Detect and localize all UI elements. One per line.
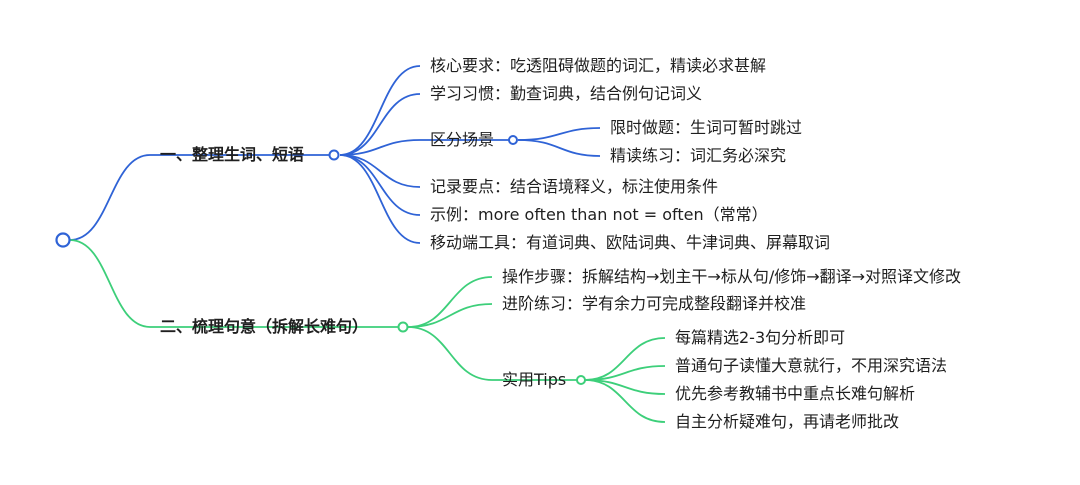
connector-root-to-branch1 [69, 154, 330, 241]
green-branch-connectors [69, 239, 666, 423]
branch1-node-dot[interactable] [328, 149, 340, 161]
tips-node-dot[interactable] [576, 375, 586, 385]
branch1-item-study-habit[interactable]: 学习习惯：勤查词典，结合例句记词义 [430, 84, 703, 103]
branch1-item-core-requirement[interactable]: 核心要求：吃透阻碍做题的词汇，精读必求甚解 [430, 56, 767, 75]
branch2-item-tips[interactable]: 实用Tips [502, 370, 567, 389]
connector-branch1-item-2 [339, 93, 421, 156]
connector-scene-child-2 [517, 139, 601, 157]
branch2-node-dot[interactable] [397, 321, 409, 333]
blue-branch-connectors [69, 65, 601, 244]
branch1-item-distinguish-scene[interactable]: 区分场景 [430, 130, 495, 149]
connector-tips-child-4 [584, 379, 666, 423]
branch1-item-example[interactable]: 示例：more often than not = often（常常） [430, 205, 768, 224]
connector-branch2-item-3 [407, 326, 577, 381]
connector-branch2-item-1 [407, 276, 493, 328]
tips-child-3[interactable]: 优先参考教辅书中重点长难句解析 [675, 384, 916, 403]
connector-branch1-item-4 [339, 154, 421, 188]
connector-branch2-item-2 [407, 303, 493, 328]
scene-child-timed[interactable]: 限时做题：生词可暂时跳过 [610, 118, 803, 137]
connector-scene-child-1 [517, 127, 601, 141]
connector-root-to-branch2 [69, 239, 398, 328]
branch1-item-mobile-tools[interactable]: 移动端工具：有道词典、欧陆词典、牛津词典、屏幕取词 [430, 233, 831, 252]
root-node-dot[interactable] [55, 232, 71, 248]
connector-branch1-item-6 [339, 154, 421, 244]
tips-child-1[interactable]: 每篇精选2-3句分析即可 [675, 328, 846, 347]
connector-branch1-item-3 [339, 139, 510, 156]
tips-child-4[interactable]: 自主分析疑难句，再请老师批改 [675, 412, 900, 431]
scene-child-intensive[interactable]: 精读练习：词汇务必深究 [610, 146, 787, 165]
branch2-item-advanced[interactable]: 进阶练习：学有余力可完成整段翻译并校准 [502, 294, 807, 313]
branch2-title[interactable]: 二、梳理句意（拆解长难句） [160, 317, 369, 336]
connector-branch1-item-1 [339, 65, 421, 156]
branch1-title[interactable]: 一、整理生词、短语 [160, 145, 305, 164]
branch1-item-record-points[interactable]: 记录要点：结合语境释义，标注使用条件 [430, 177, 719, 196]
branch2-item-steps[interactable]: 操作步骤：拆解结构→划主干→标从句/修饰→翻译→对照译文修改 [502, 267, 962, 286]
scene-node-dot[interactable] [508, 135, 518, 145]
connector-tips-child-1 [584, 337, 666, 381]
tips-child-2[interactable]: 普通句子读懂大意就行，不用深究语法 [675, 356, 948, 375]
